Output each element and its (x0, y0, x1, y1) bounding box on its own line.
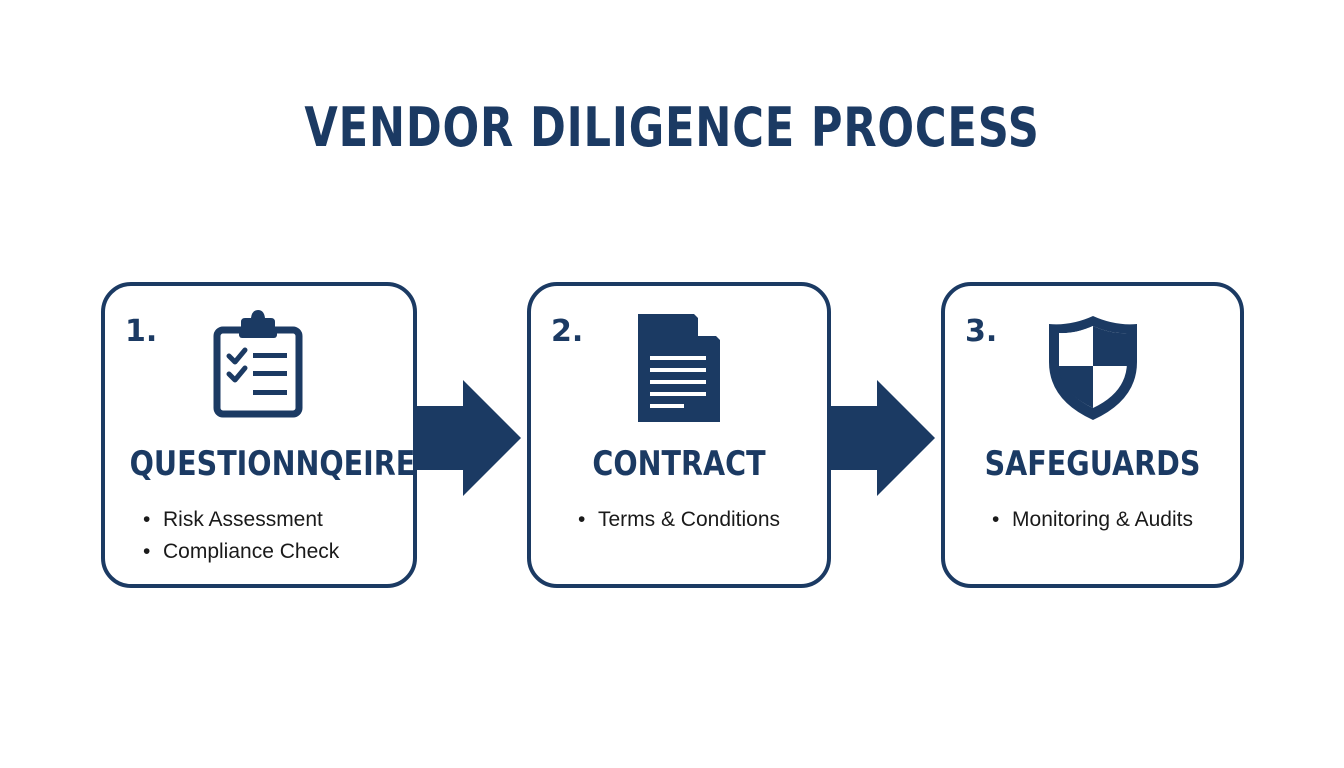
step-card-contract: 2. CONTRACT Terms & Conditions (527, 282, 831, 588)
step-bullets: Monitoring & Audits (945, 504, 1240, 536)
bullet-item: Monitoring & Audits (945, 504, 1240, 536)
bullet-item: Terms & Conditions (531, 504, 827, 536)
bullet-item: Risk Assessment (143, 504, 413, 536)
step-card-safeguards: 3. SAFEGUARDS Monitoring & Audits (941, 282, 1244, 588)
step-title: CONTRACT (592, 444, 766, 484)
step-bullets: Terms & Conditions (531, 504, 827, 536)
page-title: VENDOR DILIGENCE PROCESS (304, 96, 1040, 159)
step-title: SAFEGUARDS (984, 444, 1201, 484)
step-card-questionnaire: 1. QUESTIONNQEIRE Risk Assessment Compli… (101, 282, 417, 588)
step-bullets: Risk Assessment Compliance Check (143, 504, 413, 568)
arrow-right-icon (829, 380, 937, 501)
step-number: 2. (551, 314, 584, 349)
bullet-item: Compliance Check (143, 536, 413, 568)
step-number: 1. (125, 314, 158, 349)
clipboard-checklist-icon (211, 308, 307, 423)
document-icon (636, 310, 724, 429)
step-number: 3. (965, 314, 998, 349)
arrow-right-icon (415, 380, 523, 501)
step-title: QUESTIONNQEIRE (129, 444, 416, 484)
shield-icon (1045, 312, 1141, 429)
